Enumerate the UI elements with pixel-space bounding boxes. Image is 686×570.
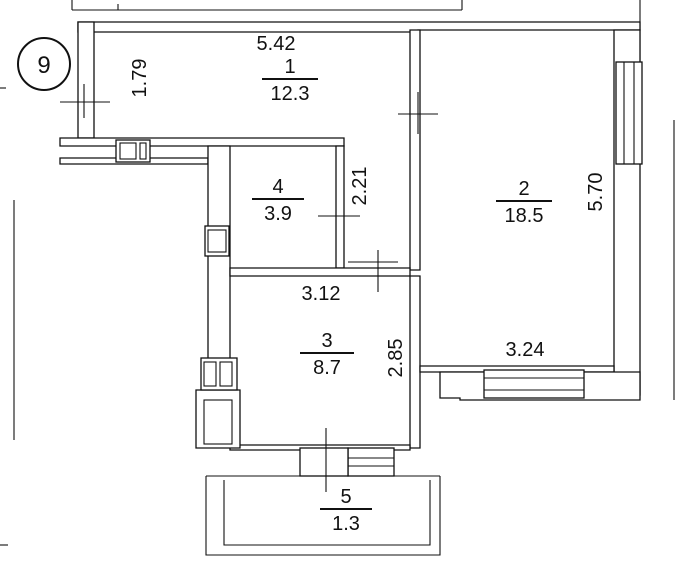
dimension-labels: 5.42 1.79 2.21 3.12 2.85 3.24 5.70 — [129, 33, 607, 377]
room-3-area: 8.7 — [313, 357, 341, 379]
room-5-label: 5 1.3 — [320, 486, 372, 535]
room-1-label: 1 12.3 — [262, 56, 318, 105]
room-2-area: 18.5 — [505, 205, 544, 227]
room-2-id: 2 — [518, 178, 529, 200]
plan-number-badge: 9 — [17, 37, 71, 91]
room-4-area: 3.9 — [264, 203, 292, 225]
room-4-id: 4 — [272, 176, 283, 198]
dim-room2-height: 5.70 — [585, 173, 607, 212]
room-5-area: 1.3 — [332, 513, 360, 535]
plan-number: 9 — [37, 52, 50, 79]
dim-room2-width: 3.24 — [506, 339, 545, 361]
dim-room1-depth: 1.79 — [129, 59, 151, 98]
room-1-area: 12.3 — [271, 83, 310, 105]
room-5-id: 5 — [340, 486, 351, 508]
room-3-id: 3 — [321, 330, 332, 352]
balcony — [205, 475, 441, 556]
room-4-label: 4 3.9 — [252, 176, 304, 225]
room-3-label: 3 8.7 — [300, 330, 354, 379]
dim-room4-height: 2.21 — [349, 167, 371, 206]
room-1-id: 1 — [284, 56, 295, 78]
dim-room1-width: 5.42 — [257, 33, 296, 55]
dim-room3-width: 3.12 — [302, 283, 341, 305]
windows — [115, 61, 643, 477]
room-2-label: 2 18.5 — [496, 178, 552, 227]
dim-room3-height: 2.85 — [385, 339, 407, 378]
door-marks — [60, 84, 438, 492]
